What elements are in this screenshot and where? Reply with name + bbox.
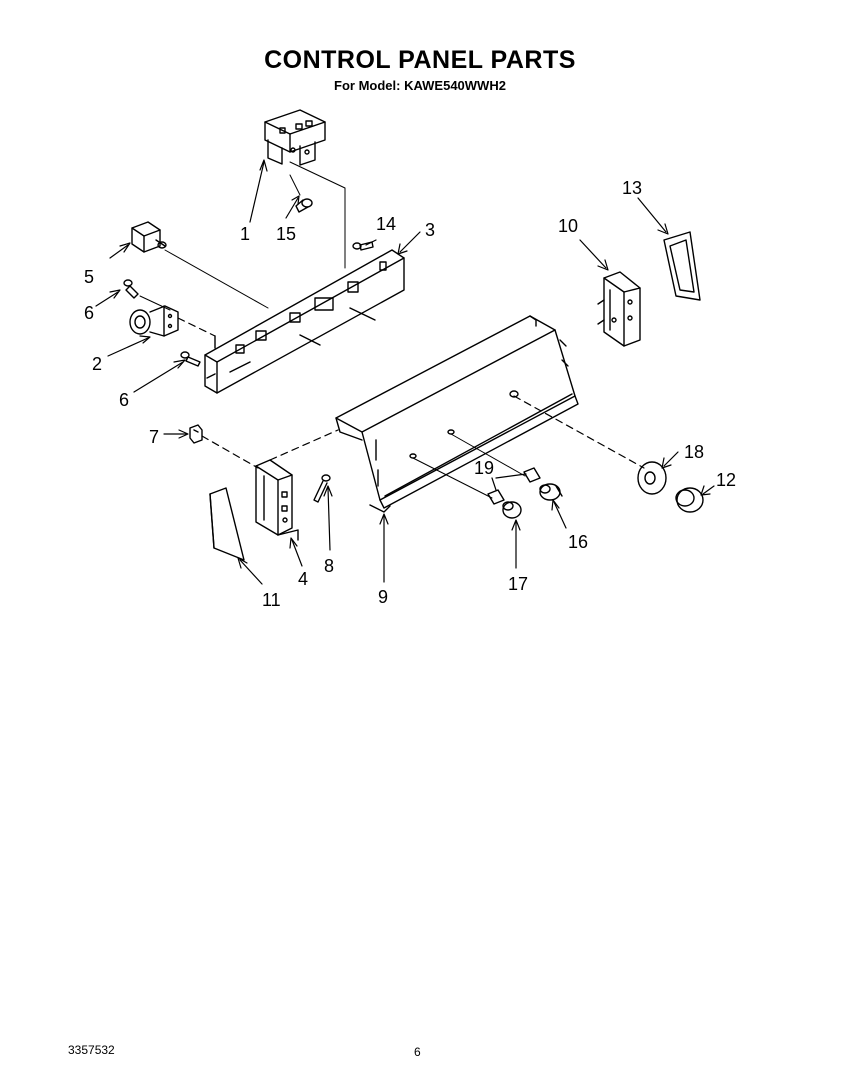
part-14-screw (352, 241, 374, 251)
part-5-switch (131, 221, 269, 309)
callout-5: 5 (84, 267, 94, 287)
page-title: CONTROL PANEL PARTS (264, 46, 576, 74)
callout-18: 18 (684, 442, 704, 462)
callout-4: 4 (298, 569, 308, 589)
callout-3: 3 (425, 220, 435, 240)
part-9-console (335, 315, 579, 513)
part-15-screw (289, 174, 313, 213)
part-13-end-trim (663, 231, 701, 301)
part-8-screw (313, 474, 331, 503)
callout-14: 14 (376, 214, 396, 234)
callout-8: 8 (324, 556, 334, 576)
callout-labels: 1 15 14 3 5 6 2 6 7 4 8 11 9 10 13 18 12… (84, 178, 736, 610)
callout-10: 10 (558, 216, 578, 236)
part-10-end-cap (597, 271, 641, 347)
part-4-end-cap (255, 429, 339, 541)
callout-13: 13 (622, 178, 642, 198)
callout-19: 19 (474, 458, 494, 478)
callout-16: 16 (568, 532, 588, 552)
leader-hole-to-18 (513, 395, 645, 469)
callout-1: 1 (240, 224, 250, 244)
callout-15: 15 (276, 224, 296, 244)
part-16-knob (539, 483, 563, 501)
document-number: 3357532 (68, 1043, 115, 1057)
callout-11: 11 (262, 590, 281, 610)
callout-2: 2 (92, 354, 102, 374)
leader-hole-to-19b (412, 457, 493, 499)
callout-17: 17 (508, 574, 528, 594)
part-19-spacer (487, 467, 541, 505)
part-11-end-trim (209, 487, 245, 561)
model-subtitle: For Model: KAWE540WWH2 (334, 78, 506, 93)
part-1-timer (264, 109, 346, 269)
part-18-washer (637, 461, 667, 495)
callout-leaders (95, 159, 715, 585)
part-6-screw-lower (180, 351, 201, 367)
part-2-switch (129, 305, 216, 349)
part-17-knob (502, 501, 522, 519)
part-6-screw-upper (123, 279, 171, 311)
leader-hole-to-19 (450, 433, 526, 477)
callout-6-upper: 6 (84, 303, 94, 323)
callout-6-lower: 6 (119, 390, 129, 410)
part-7-clip (189, 424, 259, 469)
part-12-knob (675, 487, 704, 513)
part-3-console-bracket (204, 249, 405, 394)
callout-9: 9 (378, 587, 388, 607)
callout-12: 12 (716, 470, 736, 490)
page-number: 6 (414, 1045, 421, 1059)
callout-7: 7 (149, 427, 159, 447)
